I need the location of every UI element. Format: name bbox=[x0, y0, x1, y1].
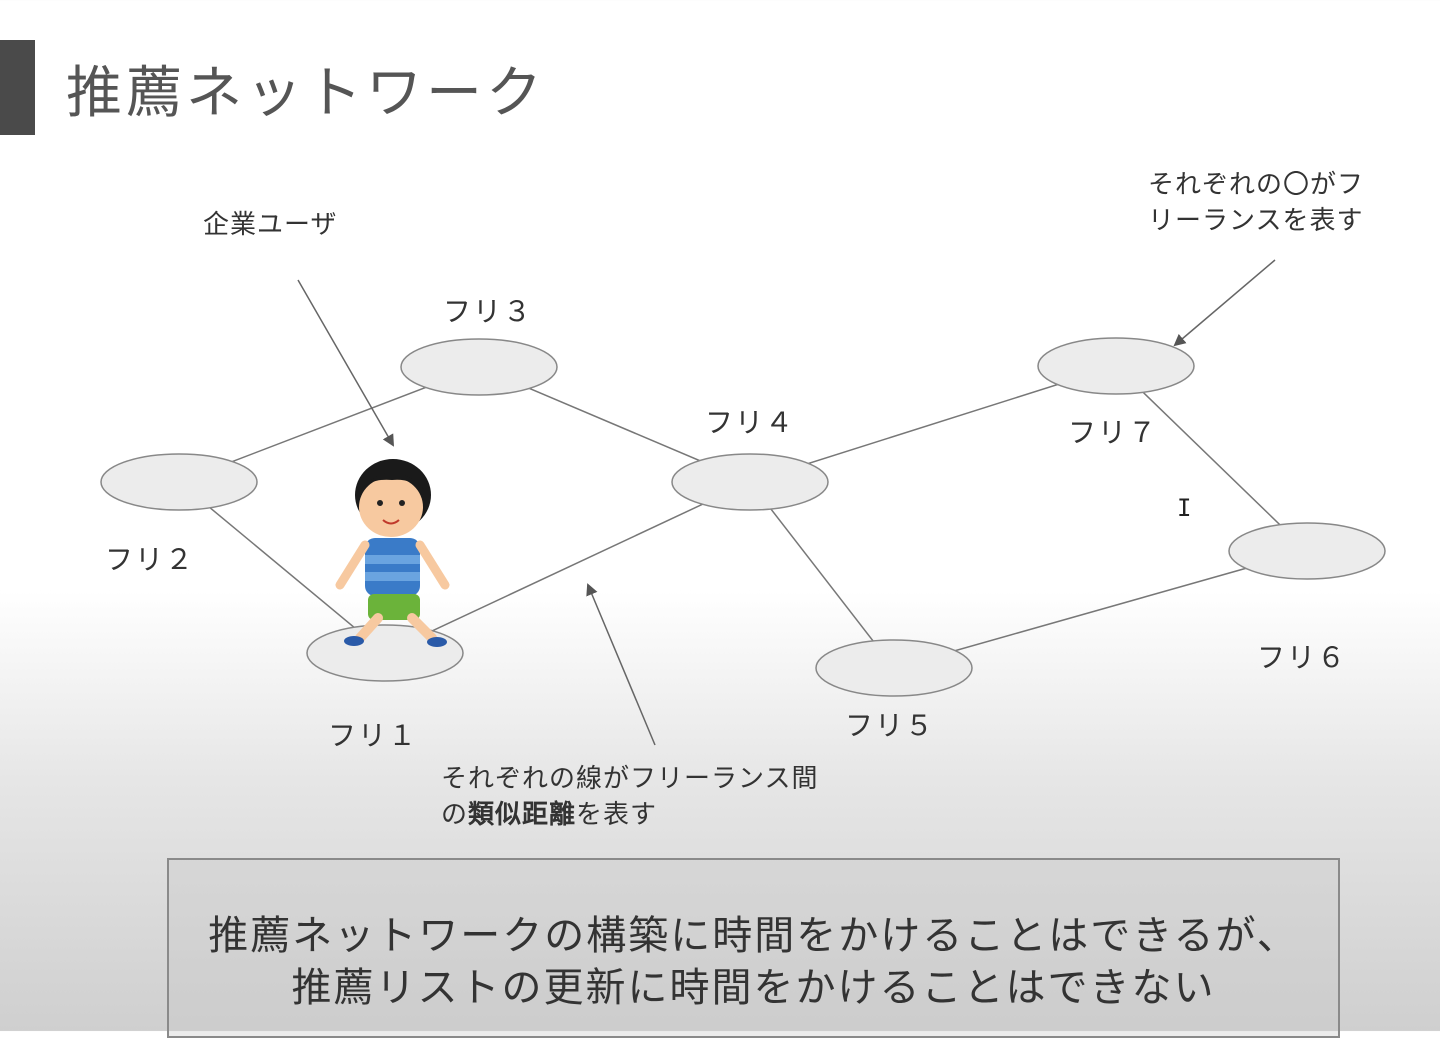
line-note-bold: 類似距離 bbox=[468, 800, 577, 830]
summary-line1: 推薦ネットワークの構築に時間をかけることはできるが、 bbox=[208, 913, 1299, 959]
arrow-company-user bbox=[297, 279, 394, 447]
edge-2-1 bbox=[178, 481, 386, 654]
line-note: それぞれの線がフリーランス間 の類似距離を表す bbox=[441, 761, 818, 833]
circle-note-line2: リーランスを表す bbox=[1148, 206, 1364, 236]
node-label-4: フリ４ bbox=[705, 406, 796, 439]
text-cursor-icon: I bbox=[1177, 494, 1192, 522]
node-freelancer-7 bbox=[1037, 337, 1195, 395]
node-label-7: フリ７ bbox=[1068, 416, 1159, 449]
node-label-1: フリ１ bbox=[328, 719, 419, 752]
edge-7-6 bbox=[1115, 365, 1308, 552]
circle-note: それぞれの〇がフ リーランスを表す bbox=[1148, 167, 1364, 239]
node-freelancer-2 bbox=[100, 453, 258, 511]
line-note-prefix: の bbox=[441, 800, 469, 830]
summary-box: 推薦ネットワークの構築に時間をかけることはできるが、 推薦リストの更新に時間をか… bbox=[167, 858, 1340, 1038]
node-label-5: フリ５ bbox=[845, 709, 936, 742]
circle-note-line1: それぞれの〇がフ bbox=[1148, 170, 1365, 200]
edge-5-6 bbox=[893, 550, 1308, 669]
edge-4-7 bbox=[749, 365, 1117, 483]
page-title: 推薦ネットワーク bbox=[66, 61, 546, 126]
arrow-circle-note bbox=[1173, 259, 1276, 347]
title-accent-bar bbox=[0, 40, 35, 135]
node-label-3: フリ３ bbox=[443, 295, 534, 328]
edge-4-5 bbox=[749, 481, 895, 669]
line-note-suffix: を表す bbox=[576, 800, 658, 830]
node-freelancer-5 bbox=[815, 639, 973, 697]
node-freelancer-4 bbox=[671, 453, 829, 511]
node-freelancer-1 bbox=[306, 624, 464, 682]
node-freelancer-3 bbox=[400, 338, 558, 396]
edge-1-4 bbox=[384, 481, 751, 654]
node-label-6: フリ６ bbox=[1257, 641, 1348, 674]
summary-line2: 推薦リストの更新に時間をかけることはできない bbox=[291, 965, 1216, 1011]
company-user-illustration bbox=[335, 459, 450, 647]
line-note-line1: それぞれの線がフリーランス間 bbox=[441, 764, 819, 794]
node-label-2: フリ２ bbox=[105, 543, 196, 576]
node-freelancer-6 bbox=[1228, 522, 1386, 580]
company-user-label: 企業ユーザ bbox=[203, 210, 338, 240]
arrow-line-note bbox=[586, 583, 656, 746]
